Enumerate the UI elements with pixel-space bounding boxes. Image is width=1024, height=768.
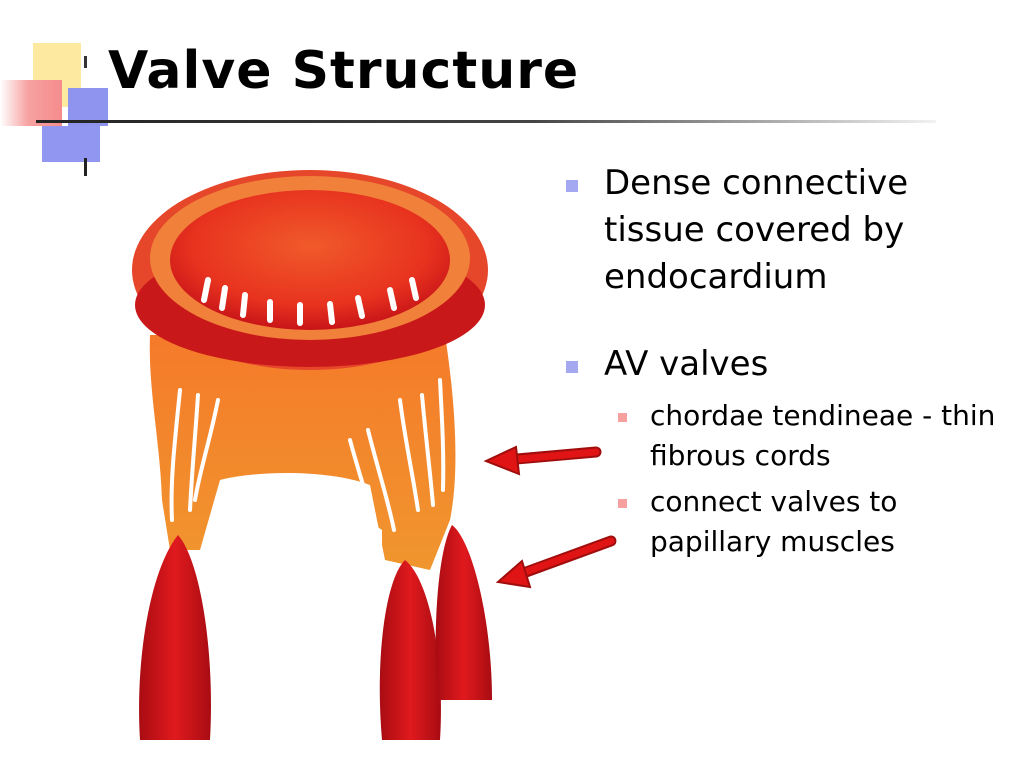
- sub-bullet-chordae: chordae tendineae - thin fibrous cords: [560, 396, 1000, 476]
- sub-bullet-connect: connect valves to papillary muscles: [560, 482, 1000, 562]
- decor-square-pink: [0, 80, 62, 126]
- decor-tick: [84, 56, 87, 68]
- valve-inner-slits: [201, 277, 419, 326]
- decor-square-blue-lower: [42, 126, 100, 162]
- bullet-item-av-valves: AV valves: [560, 341, 1000, 388]
- valve-orifice: [170, 190, 450, 330]
- decor-square-blue: [68, 88, 108, 126]
- square-bullet-icon: [566, 180, 578, 192]
- papillary-muscle-center: [379, 560, 441, 740]
- arrow-left-icon: [483, 445, 602, 476]
- slide-title: Valve Structure: [108, 41, 580, 101]
- sub-bullet-text: connect valves to papillary muscles: [650, 485, 898, 558]
- small-square-bullet-icon: [618, 499, 627, 508]
- bullet-text: Dense connective tissue covered by endoc…: [604, 163, 909, 297]
- bullet-list: Dense connective tissue covered by endoc…: [560, 160, 1000, 568]
- title-underline: [36, 120, 936, 123]
- papillary-muscle-left: [139, 535, 211, 740]
- decor-tick-lower: [84, 158, 87, 176]
- chordae-tendineae: [169, 378, 446, 532]
- sub-bullet-list: chordae tendineae - thin fibrous cords c…: [560, 396, 1000, 562]
- valve-illustration: [132, 170, 492, 740]
- papillary-muscle-right: [435, 525, 492, 700]
- small-square-bullet-icon: [618, 413, 627, 422]
- valve-leaflet-body: [149, 335, 456, 570]
- sub-bullet-text: chordae tendineae - thin fibrous cords: [650, 399, 996, 472]
- arrow-left-icon: [495, 535, 617, 589]
- valve-gap: [212, 506, 382, 570]
- bullet-item-connective-tissue: Dense connective tissue covered by endoc…: [560, 160, 1000, 301]
- square-bullet-icon: [566, 361, 578, 373]
- bullet-text: AV valves: [604, 344, 769, 384]
